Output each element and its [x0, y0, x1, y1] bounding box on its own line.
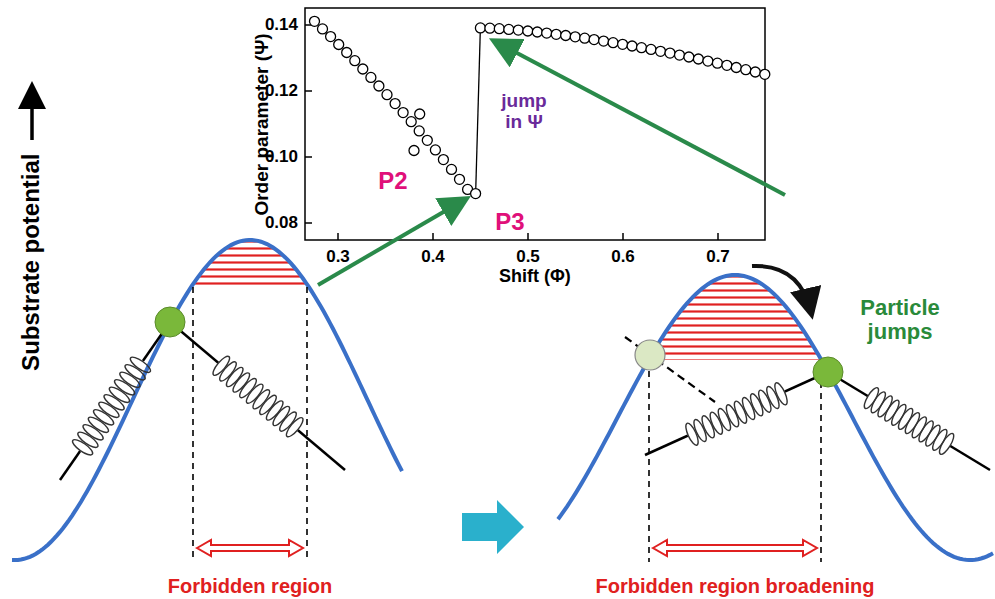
width-arrow — [653, 540, 817, 556]
tick-label: 0.7 — [706, 248, 730, 267]
pointer-arrow — [318, 200, 464, 285]
substrate-hill — [558, 275, 993, 560]
substrate-hill — [12, 240, 402, 560]
width-arrow — [197, 540, 303, 556]
tick-label: 0.10 — [265, 148, 298, 167]
tick-label: 0.3 — [326, 248, 350, 267]
particle — [813, 357, 843, 387]
tick-label: 0.5 — [516, 248, 540, 267]
spring-chain — [60, 322, 990, 480]
tick-label: 0.14 — [265, 16, 298, 35]
tick-label: 0.4 — [421, 248, 445, 267]
data-points — [310, 16, 770, 198]
tick-label: 0.08 — [265, 214, 298, 233]
forbidden-hatch — [150, 236, 350, 287]
region-bounds — [193, 287, 821, 562]
jump-arrow — [752, 266, 811, 312]
particle — [155, 307, 185, 337]
annotation: Particle jumps — [845, 296, 955, 344]
axis-title: Order parameter (Ψ) — [252, 33, 273, 215]
particle-old-position — [635, 340, 665, 370]
transition-arrow — [462, 500, 524, 554]
jump-line — [476, 28, 481, 194]
region-label: Forbidden region — [168, 575, 332, 597]
axis-ticks — [305, 25, 718, 240]
tick-label: 0.12 — [265, 82, 298, 101]
point-label: P3 — [495, 209, 524, 235]
axis-title: Shift (Φ) — [499, 267, 571, 287]
point-label: P2 — [378, 168, 407, 194]
chart-frame — [305, 8, 765, 240]
spring-coil — [70, 354, 956, 457]
axis-arrow — [30, 88, 34, 140]
region-label: Forbidden region broadening — [596, 575, 875, 597]
annotation: jump in Ψ — [493, 91, 555, 133]
tick-label: 0.6 — [611, 248, 635, 267]
axis-title: Substrate potential — [19, 153, 45, 370]
